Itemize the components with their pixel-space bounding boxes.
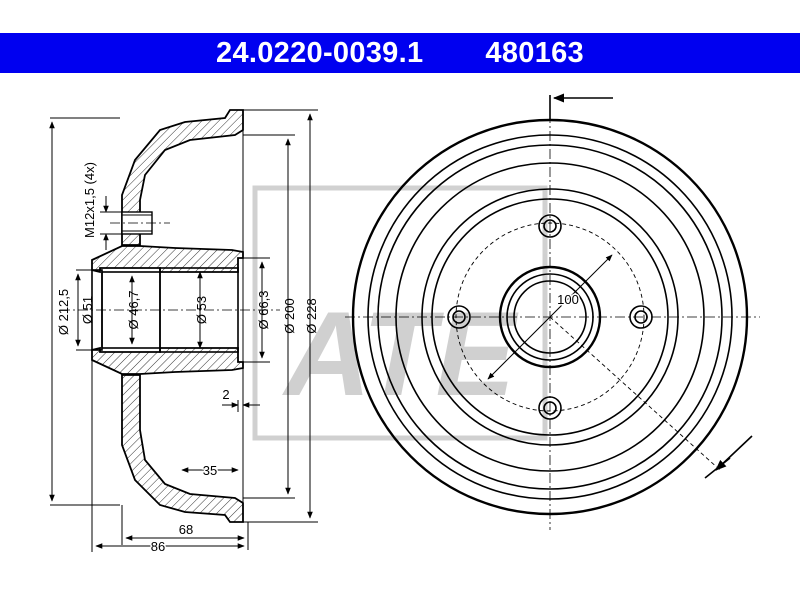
label-dia-66-3: Ø 66,3	[256, 290, 271, 329]
bolt-hole-left	[447, 305, 471, 329]
part-number: 24.0220-0039.1	[216, 36, 424, 69]
label-dia-200: Ø 200	[282, 298, 297, 333]
dimension-dia-228: Ø 228	[243, 109, 319, 523]
dimension-86: 86	[91, 360, 245, 556]
label-dim-2: 2	[222, 387, 229, 402]
dimension-dia-212-5: Ø 212,5	[49, 117, 120, 506]
label-thread: M12x1,5 (4x)	[82, 162, 97, 238]
bolt-hole-bottom	[538, 396, 562, 420]
dimension-dia-200: Ø 200	[243, 134, 297, 499]
dimension-dia-53: Ø 53	[194, 271, 209, 349]
label-dim-35: 35	[203, 463, 217, 478]
section-arrow-bottom	[704, 435, 753, 479]
dimension-68: 68	[121, 505, 249, 550]
dimension-thread: M12x1,5 (4x)	[82, 162, 122, 250]
label-pcd: 100	[557, 292, 579, 307]
dimension-2: 2	[222, 387, 260, 412]
header-banner: 24.0220-0039.1 480163	[0, 33, 800, 73]
dimension-dia-66-3: Ø 66,3	[243, 257, 271, 363]
label-dia-212-5: Ø 212,5	[56, 289, 71, 335]
front-view: 100	[345, 93, 760, 530]
dimension-dia-51: Ø 51	[75, 269, 95, 351]
section-arrow-top	[549, 93, 613, 120]
label-dia-228: Ø 228	[304, 298, 319, 333]
bolt-hole-right	[629, 305, 653, 329]
label-dia-51: Ø 51	[80, 296, 95, 324]
label-dim-68: 68	[179, 522, 193, 537]
dimension-dia-46-7: Ø 46,7	[126, 275, 141, 345]
label-dia-46-7: Ø 46,7	[126, 290, 141, 329]
label-dim-86: 86	[151, 539, 165, 554]
bolt-hole-top	[538, 214, 562, 238]
dimension-35: 35	[181, 462, 239, 480]
label-dia-53: Ø 53	[194, 296, 209, 324]
reference-number: 480163	[485, 36, 584, 69]
side-section-view	[60, 109, 280, 523]
